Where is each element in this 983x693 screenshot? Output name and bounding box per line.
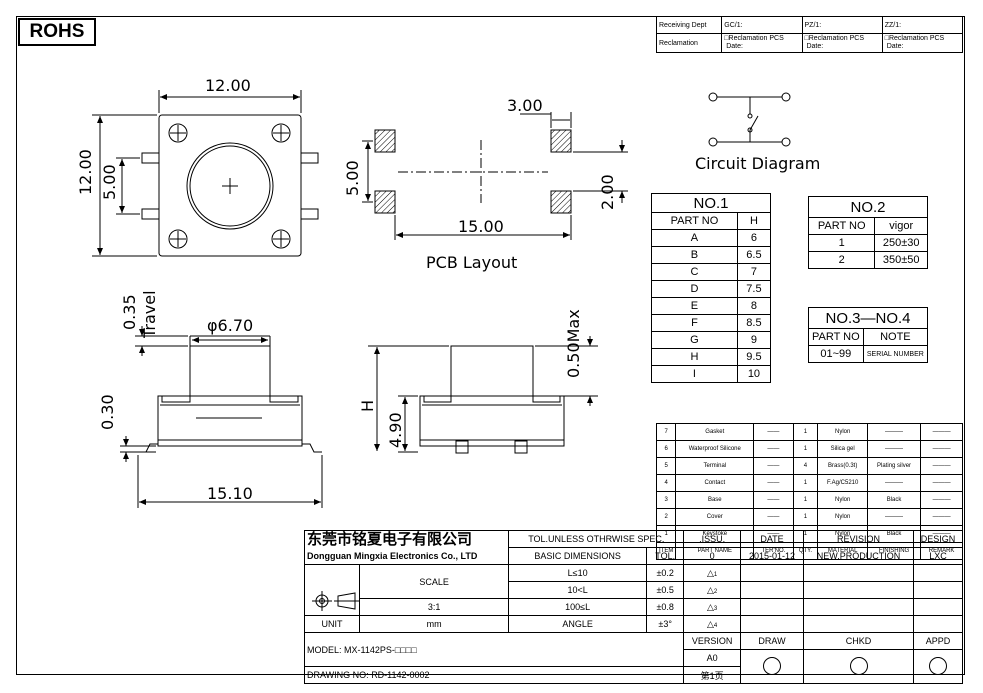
top-view — [92, 90, 319, 257]
no2-title: NO.2 — [808, 196, 928, 218]
unit-value: mm — [358, 615, 510, 633]
draw-stamp — [739, 649, 805, 684]
dim-side-width: 15.10 — [207, 484, 253, 503]
no34-title: NO.3—NO.4 — [808, 307, 928, 329]
pcb-layout-label: PCB Layout — [426, 253, 518, 272]
projection-cell — [304, 564, 360, 616]
scale-value: 3:1 — [358, 598, 510, 616]
date-value: 2015-01-12 — [739, 547, 805, 565]
dim-body-height: 4.90 — [386, 412, 405, 448]
design-label: DESIGN — [912, 530, 964, 548]
no1-title: NO.1 — [651, 193, 771, 213]
no34-header-note: NOTE — [862, 328, 929, 346]
page-label: 第1页 — [683, 666, 741, 684]
dim-pcb-pad: 3.00 — [507, 96, 543, 115]
rev-mark-1: △1 — [683, 564, 741, 582]
appd-label: APPD — [912, 632, 964, 650]
pz-reclamation: □Reclamation PCS Date: — [801, 33, 883, 53]
no2-header-vigor: vigor — [874, 217, 928, 235]
version-label: VERSION — [683, 632, 741, 650]
title-block: 东莞市铭夏电子有限公司 Dongguan Mingxia Electronics… — [303, 530, 964, 684]
no1-header-h: H — [736, 212, 772, 230]
corner-holes — [168, 123, 291, 249]
dim-pcb-height: 5.00 — [343, 160, 362, 196]
revision-label: REVISION — [803, 530, 914, 548]
version-value: A0 — [683, 649, 741, 667]
scale-label: SCALE — [358, 564, 510, 599]
dim-top-height: 12.00 — [76, 149, 95, 195]
rev-mark-4: △4 — [683, 615, 741, 633]
issu-label: .ISSU. — [683, 530, 741, 548]
circuit-diagram-label: Circuit Diagram — [695, 154, 821, 173]
rev-mark-3: △3 — [683, 598, 741, 616]
issu-value: 0 — [683, 547, 741, 565]
date-label: DATE — [739, 530, 805, 548]
company-cell: 东莞市铭夏电子有限公司 Dongguan Mingxia Electronics… — [303, 530, 510, 565]
tol-label: TOL. — [645, 547, 685, 565]
dim-diameter: φ6.70 — [207, 316, 254, 335]
dim-max-height: 0.50Max — [564, 309, 583, 378]
gc-reclamation: □Reclamation PCS Date: — [721, 33, 803, 53]
unit-label: UNIT — [304, 615, 360, 633]
design-value: LXC — [912, 547, 964, 565]
dim-side-030: 0.30 — [98, 394, 117, 430]
circuit-diagram — [708, 92, 791, 147]
reclamation-label: Reclamation — [655, 33, 723, 53]
pcb-layout — [362, 112, 628, 240]
model-cell: MODEL: MX-1142PS-□□□□ — [303, 632, 685, 667]
chkd-label: CHKD — [803, 632, 914, 650]
dim-top-inner: 5.00 — [100, 164, 119, 200]
tol-title: TOL.UNLESS OTHRWISE SPEC. — [508, 530, 685, 548]
dim-travel-label: Travel — [140, 290, 159, 338]
no1-header-part: PART NO — [651, 212, 738, 230]
basic-dim-label: BASIC DIMENSIONS — [508, 547, 647, 565]
side-view-left — [120, 326, 323, 508]
no34-header-part: PART NO — [808, 328, 864, 346]
dim-travel-val: 0.35 — [120, 294, 139, 330]
no2-header-part: PART NO — [807, 217, 876, 235]
dim-pcb-spacing: 2.00 — [598, 174, 617, 210]
drawing-no-cell: DRAWING NO: RD-1142-0002 — [303, 666, 685, 684]
company-en: Dongguan Mingxia Electronics Co., LTD — [307, 550, 478, 561]
dim-h-label: H — [358, 399, 377, 412]
side-view-right — [368, 336, 598, 454]
chkd-stamp — [803, 649, 914, 684]
rohs-mark: ROHS — [18, 18, 96, 46]
rev-mark-2: △2 — [683, 581, 741, 599]
dim-top-width: 12.00 — [205, 76, 251, 95]
reclamation-table: Receiving Dept GC/1: PZ/1: ZZ/1: Reclama… — [655, 16, 964, 53]
zz-reclamation: □Reclamation PCS Date: — [881, 33, 964, 53]
draw-label: DRAW — [739, 632, 805, 650]
company-cn: 东莞市铭夏电子有限公司 — [307, 530, 473, 548]
appd-stamp — [912, 649, 964, 684]
dim-pcb-width: 15.00 — [458, 217, 504, 236]
revision-value: NEW.PRODUCTION — [803, 547, 914, 565]
